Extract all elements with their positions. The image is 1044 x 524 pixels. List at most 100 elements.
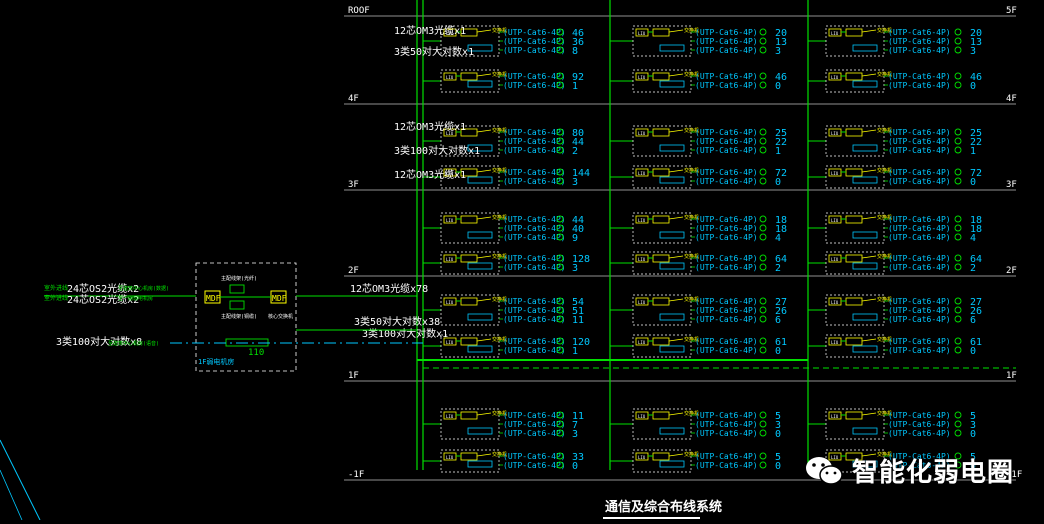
switch-box (652, 215, 670, 224)
switch-mark: 交换机 (684, 27, 699, 34)
switch-uplink (861, 255, 877, 259)
outlet-count: 27 (775, 297, 787, 308)
mdf-room-box (195, 262, 297, 372)
switch-mark: 交换机 (492, 451, 507, 458)
switch-uplink (668, 412, 684, 416)
riser-label: 12芯OM3光缆x1 (394, 168, 466, 181)
outlet-count: 64 (970, 254, 982, 265)
outlet-icon (759, 72, 767, 80)
outlet-icon (954, 411, 962, 419)
cable-type-label: (UTP-Cat6-4P) (503, 215, 566, 224)
outlet-icon (954, 346, 962, 354)
cable-type-label: (UTP-Cat6-4P) (888, 429, 951, 438)
cable-type-label: (UTP-Cat6-4P) (695, 137, 758, 146)
floor-label-right: -1F (1006, 470, 1022, 480)
outlet-count: 0 (775, 429, 781, 440)
switch-uplink (861, 169, 877, 173)
switch-mark: 交换机 (877, 451, 892, 458)
outlet-icon (954, 297, 962, 305)
switch-uplink (476, 169, 492, 173)
outlet-icon (759, 420, 767, 428)
switch-mark: 交换机 (492, 296, 507, 303)
cable-type-label: (UTP-Cat6-4P) (888, 297, 951, 306)
liu-label: LIU (446, 414, 454, 419)
outlet-icon (954, 461, 962, 469)
cable-type-label: (UTP-Cat6-4P) (695, 215, 758, 224)
outlet-icon (759, 128, 767, 136)
cable-type-label: (UTP-Cat6-4P) (695, 411, 758, 420)
mdf-right-label: MDF (272, 294, 287, 303)
outlet-count: 44 (572, 215, 584, 226)
switch-mark: 交换机 (877, 214, 892, 221)
switch-mark: 交换机 (492, 27, 507, 34)
cable-type-label: (UTP-Cat6-4P) (888, 128, 951, 137)
outlet-count: 51 (572, 306, 584, 317)
cable-type-label: (UTP-Cat6-4P) (503, 224, 566, 233)
outlet-count: 8 (572, 46, 578, 57)
outlet-icon (954, 168, 962, 176)
outlet-icon (556, 452, 564, 460)
outlet-icon (556, 254, 564, 262)
outlet-count: 4 (970, 233, 976, 244)
outlet-count: 1 (572, 346, 578, 357)
switch-box (652, 337, 670, 346)
liu-label: LIU (446, 257, 454, 262)
liu-label: LIU (638, 31, 646, 36)
outlet-count: 9 (572, 233, 578, 244)
outlet-count: 72 (775, 168, 787, 179)
switch-mark: 交换机 (492, 127, 507, 134)
cable-type-label: (UTP-Cat6-4P) (695, 263, 758, 272)
switch-mark: 交换机 (684, 167, 699, 174)
switch-mark: 交换机 (877, 27, 892, 34)
outlet-icon (954, 233, 962, 241)
switch-mark: 交换机 (684, 296, 699, 303)
cable-type-label: (UTP-Cat6-4P) (503, 128, 566, 137)
cable-type-label: (UTP-Cat6-4P) (503, 306, 566, 315)
patch-panel (852, 313, 878, 321)
switch-uplink (476, 298, 492, 302)
cable-type-label: (UTP-Cat6-4P) (695, 81, 758, 90)
outlet-icon (556, 233, 564, 241)
outlet-count: 2 (775, 263, 781, 274)
switch-mark: 交换机 (684, 127, 699, 134)
mdf-right-note: 核心交换机 (268, 313, 293, 320)
cable-type-label: (UTP-Cat6-4P) (695, 72, 758, 81)
outlet-icon (759, 337, 767, 345)
liu-label: LIU (831, 414, 839, 419)
outlet-count: 5 (775, 411, 781, 422)
outlet-icon (954, 81, 962, 89)
switch-box (845, 72, 863, 81)
cable-type-label: (UTP-Cat6-4P) (503, 297, 566, 306)
liu-label: LIU (831, 455, 839, 460)
liu-label: LIU (446, 455, 454, 460)
outlet-count: 128 (572, 254, 590, 265)
outlet-count: 22 (970, 137, 982, 148)
corner-line (0, 439, 41, 521)
switch-mark: 交换机 (492, 336, 507, 343)
incoming-note: 室外进线 (44, 284, 68, 292)
incoming-note: 至建筑中心机房(数据) (118, 285, 169, 292)
outlet-icon (954, 137, 962, 145)
outlet-count: 54 (572, 297, 584, 308)
outlet-count: 25 (775, 128, 787, 139)
outlet-count: 80 (572, 128, 584, 139)
switch-box (652, 411, 670, 420)
switch-uplink (861, 73, 877, 77)
outlet-icon (954, 146, 962, 154)
cable-type-label: (UTP-Cat6-4P) (888, 146, 951, 155)
liu-label: LIU (831, 131, 839, 136)
incoming-label: 24芯OS2光缆x2 (67, 282, 139, 295)
switch-box (460, 72, 478, 81)
switch-uplink (668, 169, 684, 173)
cable-type-label: (UTP-Cat6-4P) (503, 146, 566, 155)
outlet-count: 26 (775, 306, 787, 317)
tr-box (440, 449, 500, 473)
patch-panel (467, 176, 493, 184)
patch-panel (467, 80, 493, 88)
floor-label-left: 3F (348, 180, 359, 190)
outlet-count: 1 (572, 81, 578, 92)
outlet-count: 11 (572, 411, 584, 422)
outlet-icon (954, 46, 962, 54)
floor-label-left: 4F (348, 94, 359, 104)
